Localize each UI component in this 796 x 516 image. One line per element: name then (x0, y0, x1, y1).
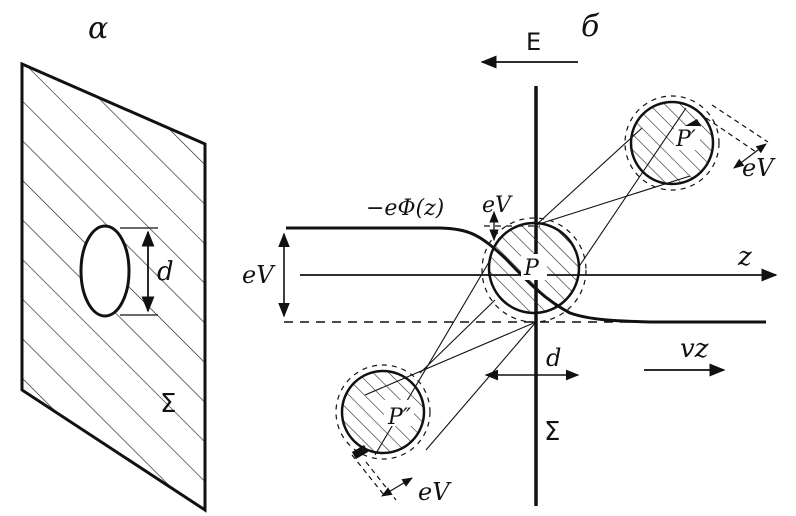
sphere-center (481, 217, 587, 323)
energy-step-label: eV (242, 261, 276, 289)
sphere-upper (624, 95, 720, 191)
shell-lower-dash-2 (365, 461, 397, 501)
shell-upper-label: eV (742, 154, 776, 182)
shell-lower-dash-1 (351, 454, 385, 496)
aperture-b-label: d (546, 344, 561, 372)
shell-upper-arrow (733, 143, 767, 169)
panel-a: α d Σ (20, 11, 207, 513)
sphere-lower-label: P″ (387, 405, 412, 430)
shell-lower-label: eV (418, 478, 452, 506)
screen-label-b: Σ (544, 417, 560, 447)
potential-label: −eΦ(z) (366, 196, 444, 221)
shell-lower-arrow (381, 477, 413, 497)
shell-upper-dash-1 (711, 104, 769, 143)
field-label: E (526, 28, 541, 56)
velocity-label: vz (680, 334, 709, 364)
energy-gap-label-top: eV (482, 193, 513, 218)
aperture-label: d (157, 257, 174, 287)
panel-b-label: б (581, 9, 600, 44)
sphere-center-label: P (523, 256, 540, 281)
z-axis-label: z (737, 242, 752, 272)
aperture-hole (79, 224, 131, 318)
panel-b: б E Σ z −eΦ(z) eV eV (242, 9, 778, 506)
sphere-lower (335, 364, 431, 460)
screen-label: Σ (160, 389, 176, 419)
sphere-upper-label: P′ (675, 127, 696, 152)
panel-a-label: α (88, 11, 108, 46)
shell-upper-dash-2 (705, 117, 757, 153)
